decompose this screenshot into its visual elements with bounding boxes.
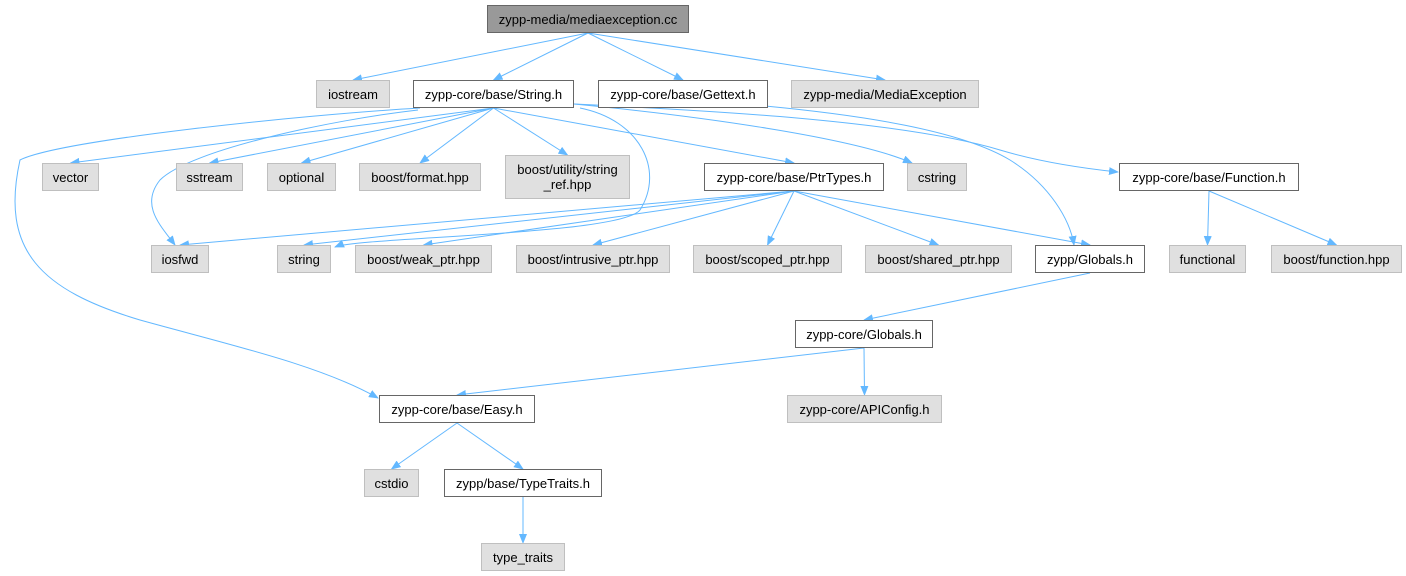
edge-ptrtypes-h-to-iosfwd — [179, 190, 795, 249]
edge-zypp-globals-h-to-core-globals-h — [863, 272, 1091, 323]
node-typetraits-h[interactable]: zypp/base/TypeTraits.h — [444, 469, 602, 497]
node-sstream: sstream — [176, 163, 243, 191]
node-functional: functional — [1169, 245, 1246, 273]
node-iosfwd: iosfwd — [151, 245, 209, 273]
edge-ptrtypes-h-to-zypp-globals-h — [793, 190, 1091, 248]
edge-ptrtypes-h-to-boost-weak-ptr — [422, 190, 795, 248]
node-function-h[interactable]: zypp-core/base/Function.h — [1119, 163, 1299, 191]
node-gettext-h[interactable]: zypp-core/base/Gettext.h — [598, 80, 768, 108]
edge-easy-h-to-cstdio — [390, 422, 458, 470]
edge-function-h-to-boost-function — [1208, 190, 1338, 246]
node-boost-intrusive-ptr: boost/intrusive_ptr.hpp — [516, 245, 670, 273]
node-boost-string-ref-line2: _ref.hpp — [543, 177, 592, 192]
edge-core-globals-h-to-easy-h — [456, 347, 865, 398]
edge-easy-h-to-typetraits-h — [456, 422, 524, 470]
edge-string-h-to-sstream — [208, 107, 494, 166]
edge-gettext-h-to-zypp-globals-h — [764, 105, 1077, 246]
node-easy-h[interactable]: zypp-core/base/Easy.h — [379, 395, 535, 423]
edge-string-h-to-optional — [300, 107, 494, 165]
edge-ptrtypes-h-to-string — [303, 190, 795, 248]
node-boost-weak-ptr: boost/weak_ptr.hpp — [355, 245, 492, 273]
node-ptrtypes-h[interactable]: zypp-core/base/PtrTypes.h — [704, 163, 884, 191]
edge-string-h-to-string — [334, 107, 651, 248]
edge-string-h-to-vector — [69, 107, 494, 166]
edge-string-h-to-boost-string-ref — [493, 107, 569, 156]
edge-mediaexception-cc-to-string-h — [492, 32, 589, 81]
node-cstring: cstring — [907, 163, 967, 191]
node-boost-format: boost/format.hpp — [359, 163, 481, 191]
edge-mediaexception-cc-to-iostream — [352, 32, 589, 83]
node-optional: optional — [267, 163, 336, 191]
node-boost-string-ref: boost/utility/string _ref.hpp — [505, 155, 630, 199]
node-core-globals-h[interactable]: zypp-core/Globals.h — [795, 320, 933, 348]
edge-string-h-to-ptrtypes-h — [493, 107, 795, 166]
edge-ptrtypes-h-to-boost-scoped-ptr — [767, 190, 795, 246]
node-mediaexception-cc: zypp-media/mediaexception.cc — [487, 5, 689, 33]
edge-ptrtypes-h-to-boost-intrusive-ptr — [592, 190, 795, 247]
edge-string-h-to-cstring — [573, 103, 913, 164]
edge-ptrtypes-h-to-boost-shared-ptr — [793, 190, 940, 246]
node-boost-shared-ptr: boost/shared_ptr.hpp — [865, 245, 1012, 273]
node-vector: vector — [42, 163, 99, 191]
edge-core-globals-h-to-apiconfig-h — [860, 347, 869, 396]
edge-string-h-to-easy-h — [14, 107, 421, 399]
edge-string-h-to-boost-format — [419, 107, 494, 164]
node-media-exception: zypp-media/MediaException — [791, 80, 979, 108]
node-iostream: iostream — [316, 80, 390, 108]
node-zypp-globals-h[interactable]: zypp/Globals.h — [1035, 245, 1145, 273]
node-apiconfig-h: zypp-core/APIConfig.h — [787, 395, 942, 423]
node-string-h[interactable]: zypp-core/base/String.h — [413, 80, 574, 108]
node-cstdio: cstdio — [364, 469, 419, 497]
edge-string-h-to-function-h — [573, 103, 1119, 176]
edge-function-h-to-functional — [1203, 190, 1212, 246]
node-string: string — [277, 245, 331, 273]
node-boost-scoped-ptr: boost/scoped_ptr.hpp — [693, 245, 842, 273]
node-boost-string-ref-line1: boost/utility/string — [517, 162, 618, 177]
edge-mediaexception-cc-to-mediaexception — [587, 32, 886, 83]
node-boost-function: boost/function.hpp — [1271, 245, 1402, 273]
node-type-traits: type_traits — [481, 543, 565, 571]
edge-mediaexception-cc-to-gettext-h — [587, 32, 684, 81]
